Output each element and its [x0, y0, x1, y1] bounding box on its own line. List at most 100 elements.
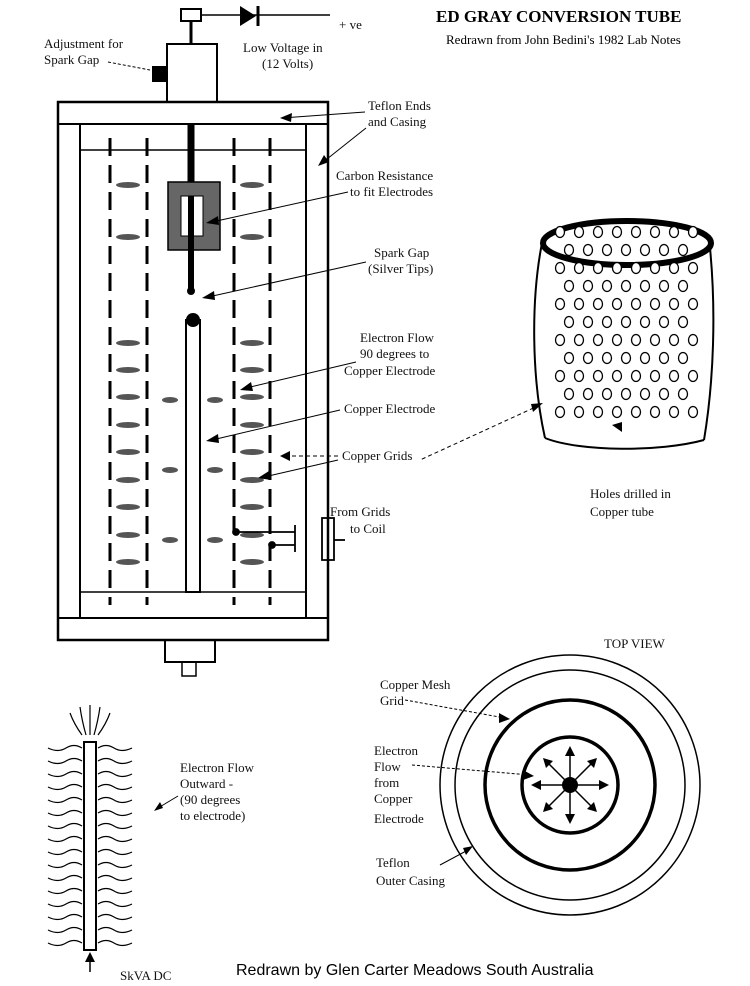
drilled-hole [649, 405, 661, 419]
input-terminal [180, 6, 330, 44]
flow-squiggle [97, 796, 133, 804]
drilled-hole [601, 243, 613, 257]
drilled-hole [668, 333, 680, 347]
drilled-hole [668, 261, 680, 275]
drilled-hole [687, 333, 699, 347]
drilled-hole [639, 351, 651, 365]
drilled-hole [649, 333, 661, 347]
flow-squiggle [97, 822, 133, 830]
drilled-hole [658, 351, 670, 365]
drilled-hole [658, 243, 670, 257]
drilled-hole [649, 369, 661, 383]
drilled-hole [658, 279, 670, 293]
drilled-hole [601, 279, 613, 293]
casing-label-2: Outer Casing [376, 873, 445, 888]
drilled-hole [620, 279, 632, 293]
drilled-hole [582, 315, 594, 329]
drilled-hole [668, 225, 680, 239]
drilled-hole [630, 225, 642, 239]
diagram-subtitle: Redrawn from John Bedini's 1982 Lab Note… [446, 32, 681, 47]
drilled-hole [687, 297, 699, 311]
copper-electrode [185, 313, 201, 593]
diagram-title: ED GRAY CONVERSION TUBE [436, 7, 681, 26]
drilled-hole [601, 315, 613, 329]
copper-electrode-label: Copper Electrode [344, 401, 436, 416]
flow-squiggle [47, 874, 83, 882]
positive-label: + ve [339, 17, 362, 32]
drilled-hole [563, 387, 575, 401]
drilled-hole [582, 243, 594, 257]
top-view-diagram [439, 654, 701, 916]
drilled-hole [563, 279, 575, 293]
top-view-flow-label-2: Flow [374, 759, 401, 774]
drilled-hole [630, 297, 642, 311]
drilled-hole [563, 243, 575, 257]
drilled-hole [630, 405, 642, 419]
drilled-hole [582, 387, 594, 401]
flow-squiggle [93, 706, 101, 736]
electron-flow-label: Electron Flow [360, 330, 435, 345]
top-view-flow-label-5: Electrode [374, 811, 424, 826]
flow-squiggle [97, 874, 133, 882]
outward-flow-electrode [83, 741, 97, 972]
spark-gap-label-2: (Silver Tips) [368, 261, 433, 276]
flow-squiggle [47, 796, 83, 804]
drilled-hole [639, 315, 651, 329]
drilled-hole [639, 243, 651, 257]
outward-flow-label-3: (90 degrees [180, 792, 240, 807]
drilled-hole [554, 405, 566, 419]
drilled-hole [611, 333, 623, 347]
drilled-hole [620, 387, 632, 401]
top-view-label: TOP VIEW [604, 636, 666, 651]
flow-squiggle [97, 887, 133, 895]
outward-flow-lines [47, 705, 133, 947]
drilled-hole [573, 297, 585, 311]
drilled-hole [677, 243, 689, 257]
drilled-hole [611, 369, 623, 383]
flow-squiggle [47, 783, 83, 791]
drilled-hole [611, 405, 623, 419]
flow-squiggle [97, 913, 133, 921]
copper-grids-label: Copper Grids [342, 448, 412, 463]
casing-label: Teflon [376, 855, 410, 870]
mesh-label-2: Grid [380, 693, 404, 708]
flow-squiggle [69, 712, 83, 736]
drilled-hole [649, 297, 661, 311]
mesh-label: Copper Mesh [380, 677, 451, 692]
drilled-hole [592, 333, 604, 347]
teflon-label-2: and Casing [368, 114, 427, 129]
copper-grids [108, 138, 272, 605]
drilled-hole [639, 279, 651, 293]
drilled-hole [592, 225, 604, 239]
drilled-hole [592, 405, 604, 419]
teflon-label: Teflon Ends [368, 98, 431, 113]
spark-gap-adjuster [152, 43, 218, 103]
outward-flow-label-2: Outward - [180, 776, 233, 791]
carbon-label: Carbon Resistance [336, 168, 433, 183]
flow-squiggle [97, 809, 133, 817]
flow-squiggle [47, 861, 83, 869]
drilled-hole [582, 279, 594, 293]
drilled-hole [554, 297, 566, 311]
drilled-hole [611, 261, 623, 275]
flow-squiggle [97, 770, 133, 778]
drilled-hole [687, 369, 699, 383]
drilled-hole [554, 225, 566, 239]
holes-label-2: Copper tube [590, 504, 654, 519]
electron-flow-dots [116, 182, 264, 565]
flow-squiggle [97, 744, 133, 752]
flow-squiggle [97, 757, 133, 765]
perforated-copper-tube [533, 218, 715, 450]
from-grids-label: From Grids [330, 504, 390, 519]
flow-squiggle [97, 712, 111, 736]
credit-line: Redrawn by Glen Carter Meadows South Aus… [236, 962, 594, 979]
top-view-flow-label-3: from [374, 775, 399, 790]
drilled-hole [677, 387, 689, 401]
drilled-hole [677, 351, 689, 365]
drilled-hole [601, 387, 613, 401]
flow-squiggle [97, 835, 133, 843]
drilled-hole [630, 369, 642, 383]
adjustment-label: Adjustment for [44, 36, 124, 51]
drilled-holes [554, 225, 699, 419]
